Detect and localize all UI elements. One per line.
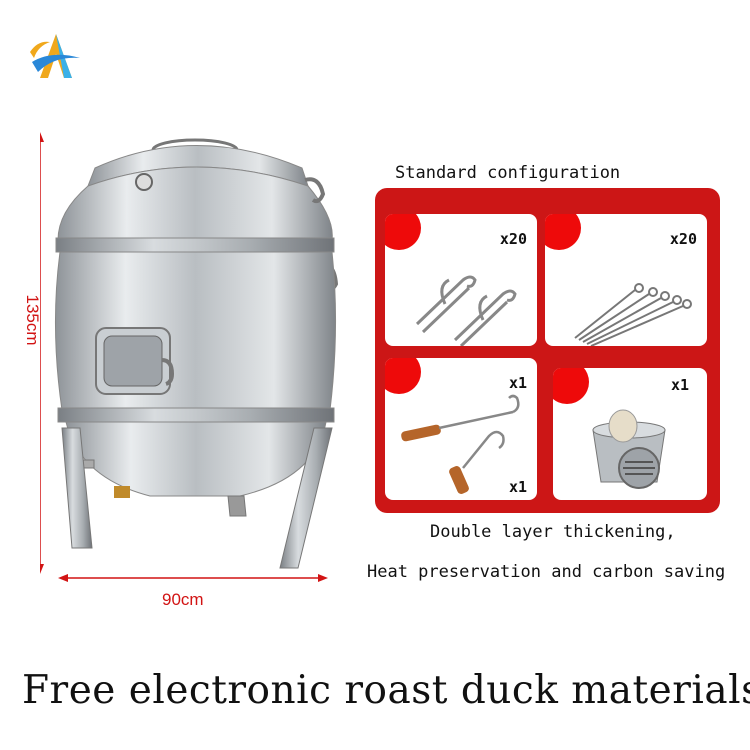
brand-logo-icon [30, 34, 80, 78]
config-item-hooks: x20 [385, 214, 537, 346]
config-item-hook-rod: x1 x1 [385, 358, 537, 500]
item-qty-second: x1 [508, 478, 527, 496]
config-item-charcoal-basket: x1 [553, 368, 707, 500]
config-caption-line1: Double layer thickening, [430, 522, 676, 542]
skewers-icon [574, 283, 692, 346]
roast-oven-image [40, 132, 339, 582]
duck-hooks-icon [415, 275, 517, 346]
item-qty: x1 [670, 376, 689, 394]
item-qty: x20 [499, 230, 527, 248]
hook-rod-icon [401, 394, 520, 494]
config-caption-line2: Heat preservation and carbon saving [367, 562, 726, 582]
config-item-skewers: x20 [545, 214, 707, 346]
config-title: Standard configuration [395, 163, 621, 183]
item-qty: x1 [508, 374, 527, 392]
headline: Free electronic roast duck materials [22, 668, 750, 713]
config-panel: x20 x20 [375, 188, 720, 513]
charcoal-basket-icon [592, 409, 666, 489]
width-dimension-label: 90cm [162, 590, 204, 609]
item-qty: x20 [669, 230, 697, 248]
height-dimension-label: 135cm [23, 294, 42, 346]
